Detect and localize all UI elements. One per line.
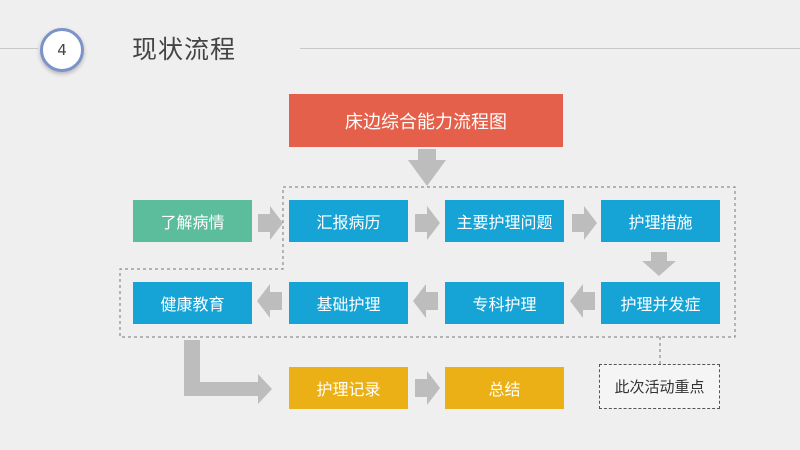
focus-region-outline [119, 186, 736, 338]
node-label: 健康教育 [160, 295, 225, 314]
node-specialty-nursing: 专科护理 [445, 282, 564, 324]
node-label: 总结 [488, 380, 521, 399]
arrow-right-1-icon [258, 206, 283, 240]
header-line-right [300, 48, 800, 49]
node-label: 护理记录 [316, 380, 381, 399]
node-label: 汇报病历 [316, 213, 381, 232]
node-nursing-records: 护理记录 [289, 367, 408, 409]
arrow-left-2-icon [413, 284, 438, 318]
arrow-down-title-icon [408, 149, 446, 186]
node-nursing-complications: 护理并发症 [601, 282, 720, 324]
page-title: 现状流程 [132, 35, 237, 64]
node-summary: 总结 [445, 367, 564, 409]
header-line-left [0, 48, 38, 49]
arrow-left-1-icon [570, 284, 595, 318]
node-nursing-measures: 护理措施 [601, 200, 720, 242]
node-understand-condition: 了解病情 [133, 200, 252, 242]
arrow-right-3-icon [572, 206, 597, 240]
slide-number-badge: 4 [40, 28, 84, 72]
node-label: 基础护理 [316, 295, 381, 314]
diagram-title: 床边综合能力流程图 [345, 111, 507, 133]
focus-note: 此次活动重点 [599, 364, 720, 409]
focus-note-label: 此次活动重点 [614, 378, 705, 396]
node-label: 护理措施 [628, 213, 693, 232]
node-main-nursing-issues: 主要护理问题 [445, 200, 564, 242]
node-report-history: 汇报病历 [289, 200, 408, 242]
arrow-right-records-icon [415, 371, 440, 405]
diagram-title-box: 床边综合能力流程图 [289, 94, 563, 147]
node-label: 主要护理问题 [456, 213, 553, 232]
arrow-left-3-icon [257, 284, 282, 318]
node-label: 专科护理 [472, 295, 537, 314]
node-label: 护理并发症 [620, 295, 701, 314]
arrow-down-right-icon [642, 252, 676, 276]
node-label: 了解病情 [160, 213, 225, 232]
arrow-l-shape-icon [184, 340, 272, 404]
node-basic-nursing: 基础护理 [289, 282, 408, 324]
arrow-right-2-icon [415, 206, 440, 240]
node-health-education: 健康教育 [133, 282, 252, 324]
